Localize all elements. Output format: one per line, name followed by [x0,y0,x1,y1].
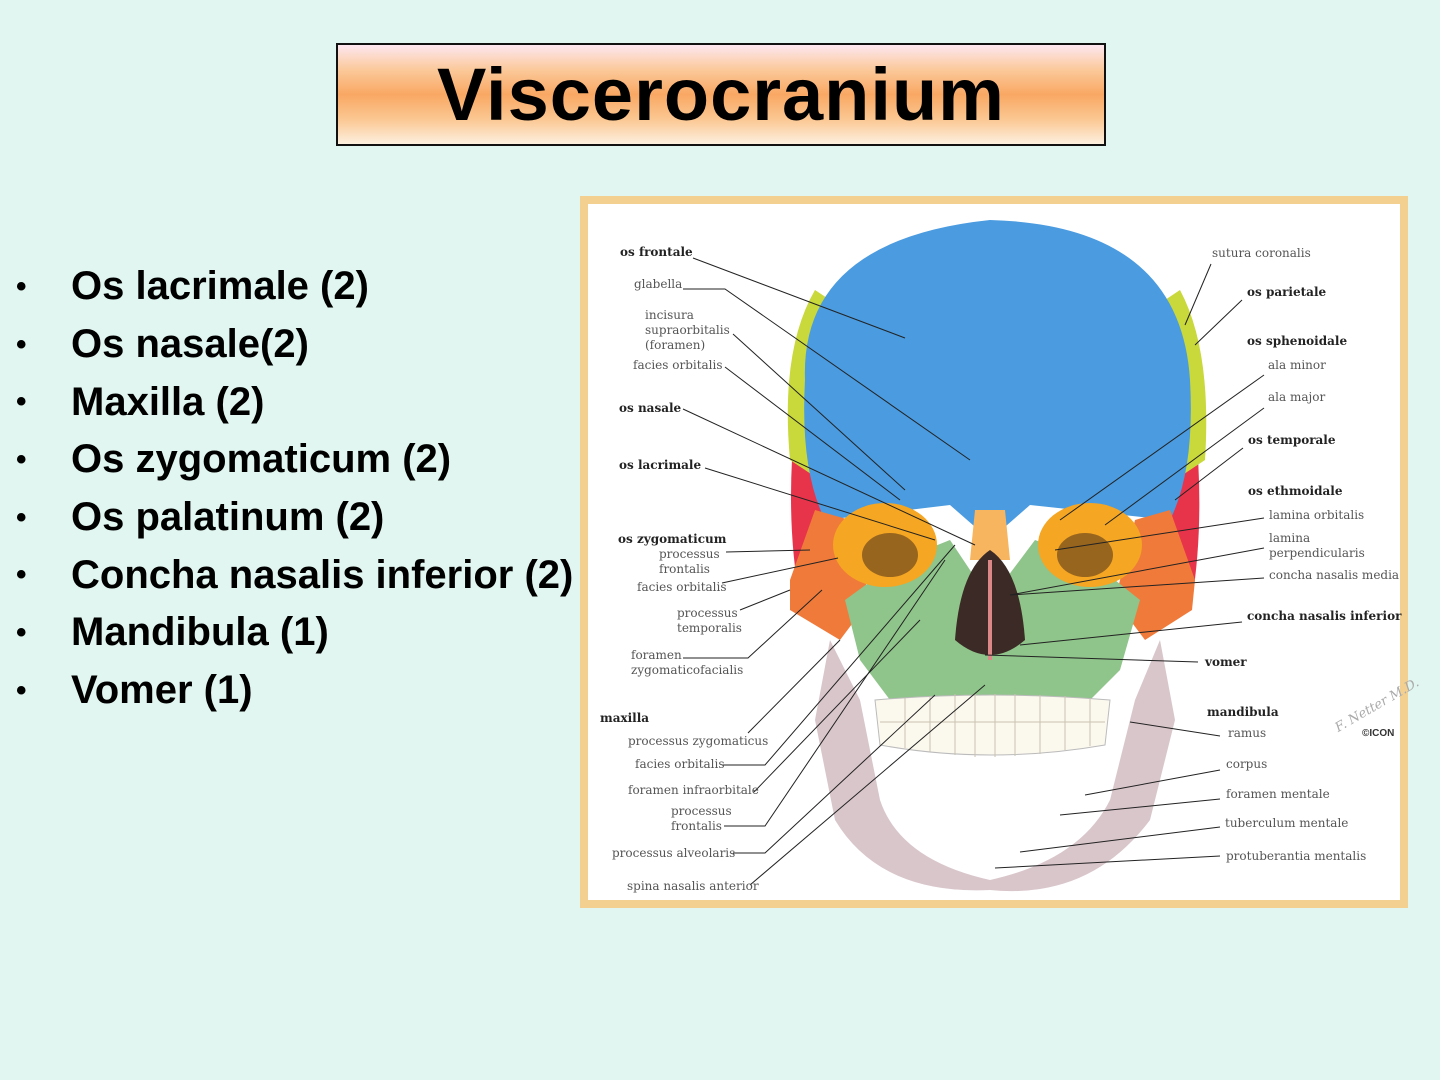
bullet-dot: • [16,500,27,534]
bullet-dot: • [16,327,27,361]
label-processus-temporalis: processus temporalis [677,606,742,635]
bullet-item: • Mandibula (1) [14,604,573,662]
bullet-text: Vomer (1) [71,668,253,713]
label-corpus: corpus [1226,757,1268,771]
label-ramus: ramus [1228,726,1267,740]
label-os-parietale: os parietale [1247,285,1327,299]
label-os-ethmoidale: os ethmoidale [1248,484,1343,498]
label-sutura-coronalis: sutura coronalis [1212,246,1311,260]
bullet-text: Os nasale(2) [71,322,309,367]
label-os-lacrimale: os lacrimale [619,458,702,472]
label-mandibula: mandibula [1207,705,1279,719]
label-concha-nasalis-media: concha nasalis media [1269,568,1400,582]
bullet-dot: • [16,269,27,303]
label-processus-zygomaticus: processus zygomaticus [628,734,769,748]
bullet-text: Concha nasalis inferior (2) [71,552,574,597]
label-facies-orbitalis: facies orbitalis [637,580,727,594]
bullet-text: Os zygomaticum (2) [71,437,452,482]
label-processus-frontalis: processus frontalis [659,547,720,576]
title-banner: Viscerocranium [336,43,1106,146]
label-facies-orbitalis: facies orbitalis [633,358,723,372]
bullet-dot: • [16,558,27,592]
bullet-item: • Vomer (1) [14,662,573,720]
bullet-item: • Os zygomaticum (2) [14,431,573,489]
label-vomer: vomer [1205,655,1247,669]
label-facies-orbitalis: facies orbitalis [635,757,725,771]
label-foramen-mentale: foramen mentale [1226,787,1330,801]
bullet-dot: • [16,442,27,476]
label-lamina-orbitalis: lamina orbitalis [1269,508,1365,522]
label-incisura-supraorbitalis: incisura supraorbitalis (foramen) [645,308,730,352]
bullet-item: • Os palatinum (2) [14,489,573,547]
bullet-item: • Concha nasalis inferior (2) [14,546,573,604]
label-os-nasale: os nasale [619,401,682,415]
label-ala-minor: ala minor [1268,358,1326,372]
bullet-item: • Os nasale(2) [14,316,573,374]
label-foramen-zygomaticofacialis: foramen zygomaticofacialis [631,648,744,677]
bullet-dot: • [16,615,27,649]
bullet-dot: • [16,385,27,419]
label-lamina-perpendicularis: lamina perpendicularis [1269,531,1365,560]
label-tuberculum-mentale: tuberculum mentale [1225,816,1349,830]
bullet-item: • Os lacrimale (2) [14,258,573,316]
label-os-temporale: os temporale [1248,433,1336,447]
label-processus-alveolaris: processus alveolaris [612,846,736,860]
label-concha-nasalis-inferior: concha nasalis inferior [1247,609,1402,623]
bullet-text: Os lacrimale (2) [71,264,369,309]
label-foramen-infraorbitale: foramen infraorbitale [628,783,759,797]
label-ala-major: ala major [1268,390,1326,404]
label-protuberantia-mentalis: protuberantia mentalis [1226,849,1367,863]
copyright-logo: ©ICON [1362,728,1395,739]
label-processus-frontalis: processus frontalis [671,804,732,833]
bullet-dot: • [16,673,27,707]
label-os-sphenoidale: os sphenoidale [1247,334,1348,348]
bullet-list: • Os lacrimale (2) • Os nasale(2) • Maxilla… [14,258,573,720]
bullet-text: Maxilla (2) [71,379,265,424]
label-spina-nasalis-anterior: spina nasalis anterior [627,879,759,893]
bullet-text: Os palatinum (2) [71,495,385,540]
slide-title: Viscerocranium [437,53,1005,136]
label-glabella: glabella [634,277,683,291]
bullet-item: • Maxilla (2) [14,373,573,431]
label-os-frontale: os frontale [620,245,693,259]
label-os-zygomaticum: os zygomaticum [618,532,727,546]
bullet-text: Mandibula (1) [71,610,329,655]
label-maxilla: maxilla [600,711,650,725]
